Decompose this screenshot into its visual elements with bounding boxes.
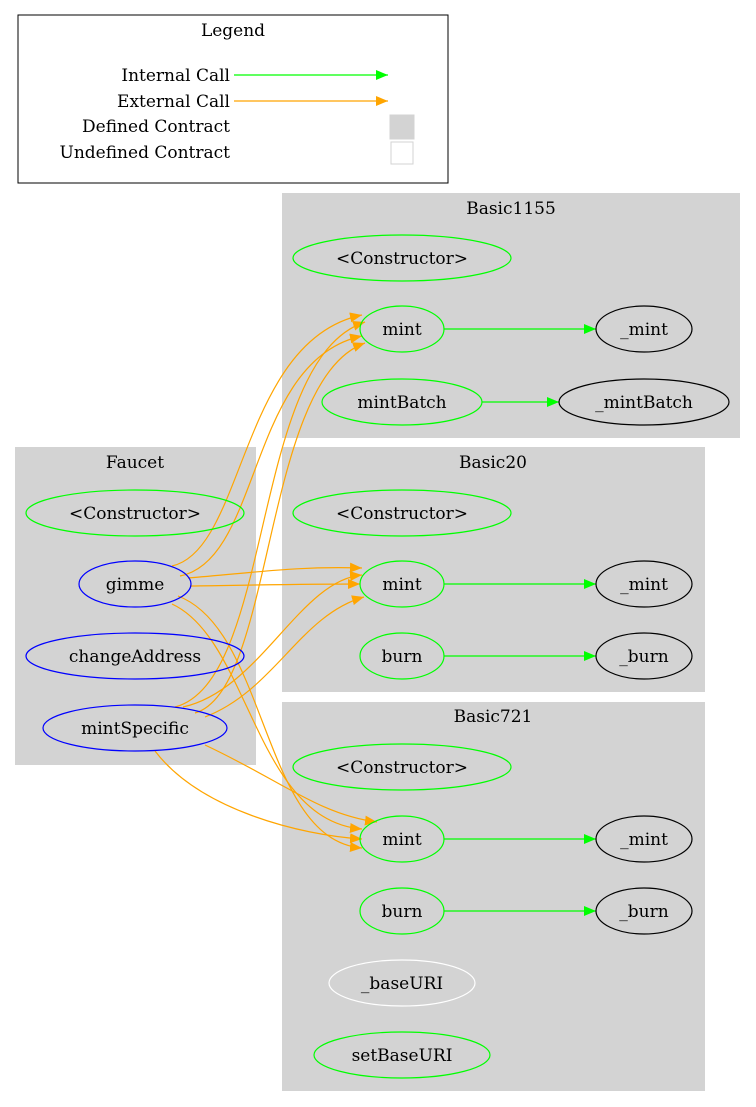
node-basic1155-_mint[interactable]: _mint bbox=[595, 305, 693, 353]
node-basic20-_mint[interactable]: _mint bbox=[595, 560, 693, 608]
node-basic721-constructor[interactable]: <Constructor> bbox=[292, 743, 512, 791]
node-label: <Constructor> bbox=[336, 758, 468, 778]
legend-undefined-contract-swatch bbox=[390, 141, 414, 165]
function-nodes: <Constructor> mint _mint mintBatch _mint… bbox=[25, 234, 730, 1079]
node-basic721-setbaseuri[interactable]: setBaseURI bbox=[313, 1031, 491, 1079]
legend-label-internal-call: Internal Call bbox=[121, 66, 230, 86]
node-label: _baseURI bbox=[361, 974, 443, 994]
legend-title: Legend bbox=[201, 21, 265, 41]
legend: Legend Internal Call External Call Defin… bbox=[17, 14, 449, 184]
node-label: mint bbox=[382, 575, 422, 595]
external-call-edge bbox=[204, 595, 365, 718]
external-call-edge bbox=[204, 744, 378, 826]
call-edges bbox=[154, 312, 596, 916]
node-label: gimme bbox=[106, 575, 165, 595]
node-faucet-constructor[interactable]: <Constructor> bbox=[25, 489, 245, 537]
node-basic721-_mint[interactable]: _mint bbox=[595, 815, 693, 863]
node-label: mint bbox=[382, 830, 422, 850]
node-faucet-mintspecific[interactable]: mintSpecific bbox=[42, 704, 228, 752]
node-basic20-constructor[interactable]: <Constructor> bbox=[292, 489, 512, 537]
node-label: _mint bbox=[620, 830, 668, 850]
node-faucet-gimme[interactable]: gimme bbox=[78, 560, 192, 608]
node-label: burn bbox=[382, 647, 423, 667]
node-basic1155-mint[interactable]: mint bbox=[359, 305, 445, 353]
external-call-edge bbox=[171, 603, 363, 833]
node-label: mint bbox=[382, 320, 422, 340]
external-call-edge bbox=[174, 321, 366, 708]
node-label: _mintBatch bbox=[595, 393, 693, 413]
node-basic1155-mintbatch[interactable]: mintBatch bbox=[321, 378, 483, 426]
external-call-edge bbox=[171, 312, 363, 567]
external-call-edge bbox=[177, 595, 363, 853]
node-basic1155-_mintbatch[interactable]: _mintBatch bbox=[558, 378, 730, 426]
node-label: _burn bbox=[619, 902, 668, 922]
cluster-faucet bbox=[15, 447, 256, 765]
node-basic721-burn[interactable]: burn bbox=[359, 887, 445, 935]
node-basic20-burn[interactable]: burn bbox=[359, 632, 445, 680]
node-label: <Constructor> bbox=[336, 249, 468, 269]
node-label: burn bbox=[382, 902, 423, 922]
external-call-edge bbox=[189, 579, 361, 590]
external-call-edge bbox=[179, 333, 363, 577]
node-basic721-_baseuri[interactable]: _baseURI bbox=[328, 959, 476, 1007]
legend-label-undefined-contract: Undefined Contract bbox=[60, 143, 231, 163]
node-label: mintBatch bbox=[357, 393, 446, 413]
legend-defined-contract-swatch bbox=[389, 114, 415, 140]
legend-label-defined-contract: Defined Contract bbox=[82, 117, 230, 137]
node-label: changeAddress bbox=[69, 647, 201, 667]
node-label: <Constructor> bbox=[69, 504, 201, 524]
cluster-title-basic1155: Basic1155 bbox=[466, 199, 556, 219]
cluster-basic721 bbox=[282, 702, 705, 1091]
cluster-title-basic20: Basic20 bbox=[459, 453, 527, 473]
node-label: _burn bbox=[619, 647, 668, 667]
node-basic721-_burn[interactable]: _burn bbox=[595, 887, 693, 935]
cluster-title-basic721: Basic721 bbox=[454, 707, 533, 727]
node-basic20-_burn[interactable]: _burn bbox=[595, 632, 693, 680]
node-basic1155-constructor[interactable]: <Constructor> bbox=[292, 234, 512, 282]
external-call-edge bbox=[182, 571, 363, 708]
node-label: <Constructor> bbox=[336, 504, 468, 524]
node-label: mintSpecific bbox=[81, 719, 189, 739]
node-label: setBaseURI bbox=[352, 1046, 453, 1066]
node-label: _mint bbox=[620, 320, 668, 340]
cluster-title-faucet: Faucet bbox=[106, 453, 164, 473]
external-call-edge bbox=[154, 750, 363, 844]
node-basic20-mint[interactable]: mint bbox=[359, 560, 445, 608]
node-basic721-mint[interactable]: mint bbox=[359, 815, 445, 863]
node-label: _mint bbox=[620, 575, 668, 595]
node-faucet-changeaddress[interactable]: changeAddress bbox=[25, 632, 245, 680]
external-call-edge bbox=[187, 562, 363, 579]
legend-label-external-call: External Call bbox=[117, 92, 230, 112]
